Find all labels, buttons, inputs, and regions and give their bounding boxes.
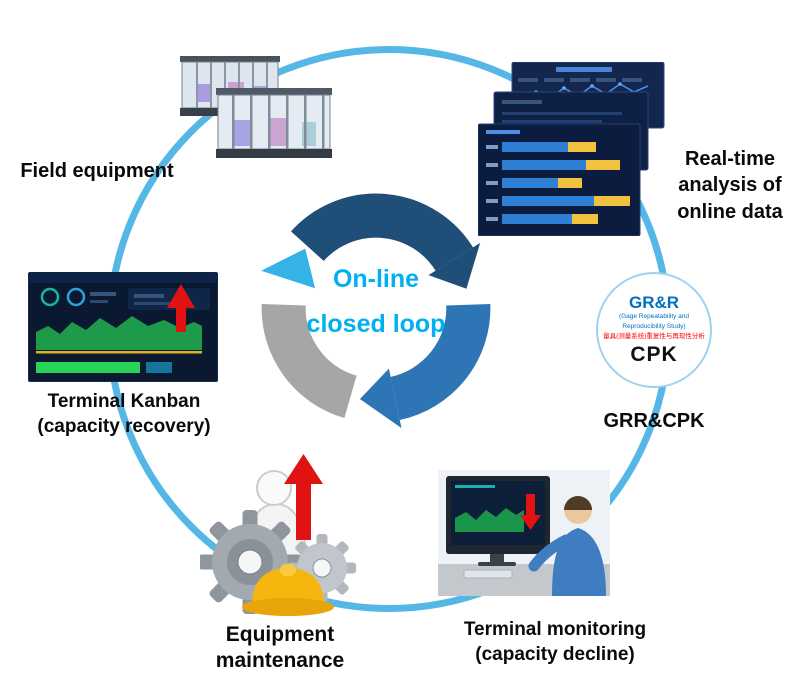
field-equipment-image: [174, 46, 336, 163]
red-down-arrow-icon: [520, 494, 541, 530]
center-title-line1: On-line: [332, 265, 420, 293]
gears-hardhat-graphic: [200, 454, 356, 616]
grr-cpk-label: GRR&CPK: [603, 410, 705, 432]
ring-arrowhead-dark: [428, 242, 481, 289]
label-line: online data: [677, 200, 783, 223]
grr-badge-title: GR&R: [628, 292, 680, 312]
red-up-arrow-icon: [167, 284, 195, 332]
equipment-maintenance-image: [200, 450, 360, 620]
monitor: [446, 476, 550, 566]
realtime-analysis-image: [478, 62, 666, 236]
field-equipment-label: Field equipment: [20, 160, 174, 182]
label-line: (capacity recovery): [37, 415, 211, 437]
grr-badge-subtitle-1: (Gage Repeatability and: [618, 312, 690, 320]
dashboard-front: [478, 123, 641, 236]
label-line: Terminal monitoring: [463, 619, 647, 640]
grr-cpk-badge: GR&R (Gage Repeatability and Reproducibi…: [596, 272, 712, 388]
label-line: Terminal Kanban: [47, 391, 201, 412]
red-up-arrow-icon: [284, 454, 323, 540]
ring-segment-blue: [389, 303, 491, 420]
loop-arrows-graphic: [261, 193, 491, 429]
label-line: maintenance: [215, 649, 345, 673]
closed-loop-ring: On-line closed loop: [250, 182, 502, 434]
ring-segment-dark: [290, 193, 474, 272]
label-line: analysis of: [678, 174, 782, 197]
ring-arrowhead-cyan: [261, 248, 316, 289]
label-line: Real-time: [684, 148, 776, 170]
operator-monitor-graphic: [438, 470, 610, 596]
ring-segment-gray: [261, 303, 358, 419]
grr-badge-subtitle-2: Reproducibility Study): [622, 322, 686, 330]
terminal-kanban-label: Terminal Kanban (capacity recovery): [2, 390, 246, 439]
cpk-label: CPK: [630, 342, 678, 366]
factory-machines-graphic: [180, 56, 332, 158]
equipment-maintenance-label: Equipment maintenance: [188, 622, 372, 675]
ring-arrowhead-blue: [359, 368, 402, 429]
terminal-monitoring-label: Terminal monitoring (capacity decline): [416, 618, 694, 667]
center-title: On-line closed loop: [250, 182, 502, 434]
keyboard: [463, 569, 513, 579]
kanban-dashboard-graphic: [28, 272, 218, 382]
grr-badge-chinese-label: 量具(测量系统)重复性与再现性分析: [603, 332, 705, 340]
dashboard-screens-graphic: [478, 62, 665, 236]
realtime-analysis-label: Real-time analysis of online data: [660, 146, 800, 225]
label-line: (capacity decline): [475, 643, 635, 665]
center-title-line2: closed loop: [306, 310, 446, 338]
terminal-kanban-image: [28, 272, 218, 382]
horizontal-bar-chart: [486, 142, 630, 224]
machine-front: [216, 88, 332, 158]
area-chart: [36, 316, 202, 354]
label-line: Equipment: [225, 623, 335, 646]
terminal-monitoring-image: [438, 470, 610, 596]
person: [528, 496, 606, 596]
green-progress-bar: [36, 362, 140, 373]
hard-hat-icon: [242, 564, 334, 616]
